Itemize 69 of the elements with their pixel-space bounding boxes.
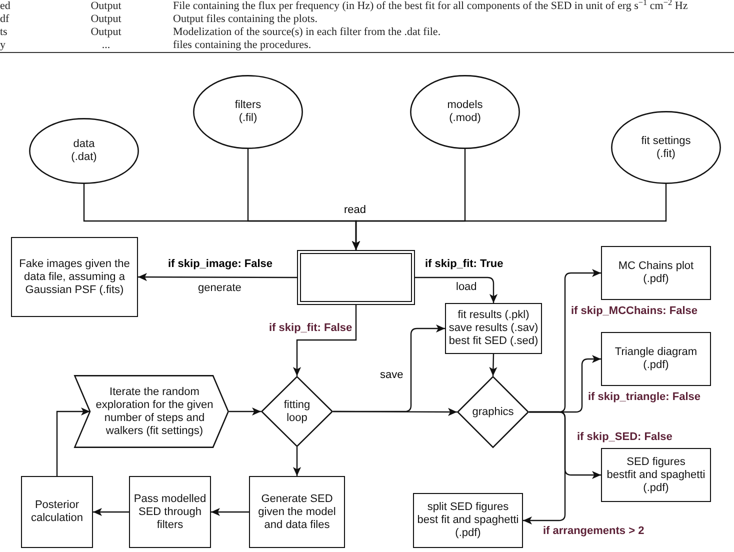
node-label: Triangle diagram (.pdf)	[614, 346, 698, 372]
file-ellipse	[193, 75, 303, 149]
node-label: Generate SED given the model and data files	[257, 492, 337, 532]
condition-label: if skip_MCChains: False	[571, 305, 698, 318]
decision-diamond	[457, 376, 529, 448]
condition-label: if skip_image: False	[168, 258, 273, 271]
node-label: SED figures	[626, 456, 686, 468]
connector-arrow	[352, 184, 667, 250]
decision-diamond	[261, 376, 333, 447]
node-label: models (.mod)	[447, 99, 483, 125]
node-label: data (.dat)	[71, 138, 97, 164]
condition-label: if skip_SED: False	[577, 431, 672, 444]
process-box	[21, 476, 93, 548]
action-note: generate	[198, 282, 242, 295]
node-label: graphics	[472, 406, 514, 418]
process-box	[249, 476, 345, 548]
connector-arrow	[333, 408, 457, 416]
file-ellipse	[410, 75, 520, 149]
process-box	[601, 246, 711, 300]
file-name-fragment: y	[0, 39, 6, 52]
node-label: Posterior calculation	[31, 499, 83, 525]
description-text: Modelization of the source(s) in each filter from the .dat file.	[173, 26, 441, 39]
node-label: Fake images given the data file, assuming a Gaussian PSF (.fits)	[18, 258, 131, 296]
process-box	[601, 448, 711, 502]
process-box	[129, 476, 211, 548]
process-box	[413, 493, 523, 548]
connector-arrow	[292, 305, 357, 376]
node-label: fit settings (.fit)	[640, 134, 692, 160]
file-ellipse	[611, 111, 721, 184]
node-label: filters (.fil)	[234, 99, 262, 125]
connector-arrow	[138, 272, 297, 282]
node-label: fit results (.pkl)	[458, 309, 530, 322]
node-label: split SED figures	[427, 501, 509, 514]
io-type-text: Output	[90, 0, 122, 13]
node-label: MC Chains plot (.pdf)	[617, 260, 695, 286]
node-label: best fit and spaghetti (.pdf)	[416, 514, 520, 540]
io-type-text: Output	[90, 26, 122, 39]
node-label: save results (.sav)	[448, 322, 538, 335]
connector-arrow	[292, 447, 302, 476]
connector-arrow	[93, 508, 129, 516]
connector-arrow	[415, 276, 498, 303]
description-text: files containing the procedures.	[173, 39, 312, 52]
description-text: Output files containing the plots.	[173, 13, 318, 26]
condition-label: if skip_fit: False	[269, 322, 352, 335]
connector-arrow	[523, 411, 566, 525]
process-box	[601, 332, 711, 386]
action-note: load	[456, 281, 477, 294]
connector-arrow	[229, 407, 261, 416]
node-label: fitting loop	[284, 398, 310, 424]
connector-arrow	[211, 508, 249, 516]
double-bordered-box	[297, 250, 415, 305]
file-ellipse	[29, 118, 139, 184]
node-label: best fit SED (.sed)	[448, 335, 538, 348]
io-type-text: ...	[102, 39, 110, 52]
chevron-process-shape	[74, 375, 229, 448]
file-name-fragment: ed	[0, 0, 10, 13]
condition-label: if skip_triangle: False	[588, 391, 700, 404]
file-name-fragment: ts	[0, 26, 8, 39]
node-label: Iterate the random exploration for the given number of steps and walkers (fit settings)	[94, 386, 214, 438]
node-label: Pass modelled SED through filters	[132, 492, 208, 532]
file-name-fragment: df	[0, 13, 10, 26]
process-box	[11, 237, 138, 317]
condition-label: if skip_fit: True	[425, 258, 504, 271]
condition-label: if arrangements > 2	[543, 525, 644, 538]
connector-arrow	[489, 354, 498, 376]
node-label: bestfit and spaghetti (.pdf)	[606, 468, 706, 494]
connector-arrow	[56, 407, 90, 476]
io-type-text: Output	[90, 13, 122, 26]
process-box	[445, 303, 542, 354]
